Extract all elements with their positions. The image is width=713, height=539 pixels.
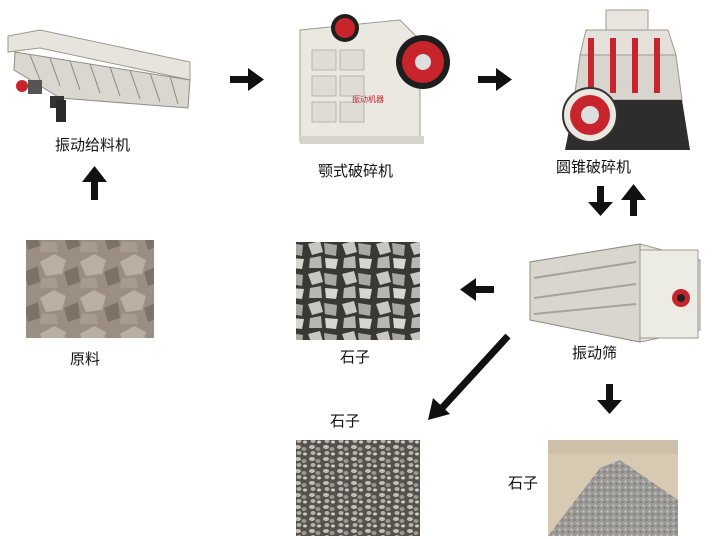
arrow-down-cone-to-screen <box>588 186 613 216</box>
vibrating-screen-image <box>529 243 701 343</box>
feeder-label: 振动给料机 <box>55 136 131 154</box>
jaw-crusher-label: 颚式破碎机 <box>318 162 394 180</box>
stone-2-label: 石子 <box>330 412 361 430</box>
stone-image-3 <box>548 440 678 536</box>
jaw-crusher-image: 振动机器 <box>299 14 450 144</box>
stone-image-2 <box>296 440 420 536</box>
arrow-up-raw-to-feeder <box>82 166 107 200</box>
cone-crusher-image <box>562 9 690 150</box>
arrow-down-screen-to-stone-3 <box>597 384 622 414</box>
stone-image-1 <box>296 242 420 340</box>
jaw-crusher-plate-text: 振动机器 <box>352 94 384 104</box>
arrow-up-screen-to-cone <box>621 184 646 216</box>
raw-material-label: 原料 <box>70 350 101 368</box>
cone-crusher-label: 圆锥破碎机 <box>556 158 632 176</box>
stone-3-label: 石子 <box>508 474 539 492</box>
vibrating-feeder-image <box>7 29 191 122</box>
stone-1-label: 石子 <box>340 348 371 366</box>
arrow-left-screen-to-stone-1 <box>460 278 494 301</box>
arrow-diagonal-screen-to-stone-2 <box>428 333 511 420</box>
flow-arrows <box>82 68 646 420</box>
arrow-right-2 <box>478 68 512 91</box>
screen-label: 振动筛 <box>572 344 618 362</box>
raw-material-image <box>26 240 154 338</box>
arrow-right-1 <box>230 68 264 91</box>
